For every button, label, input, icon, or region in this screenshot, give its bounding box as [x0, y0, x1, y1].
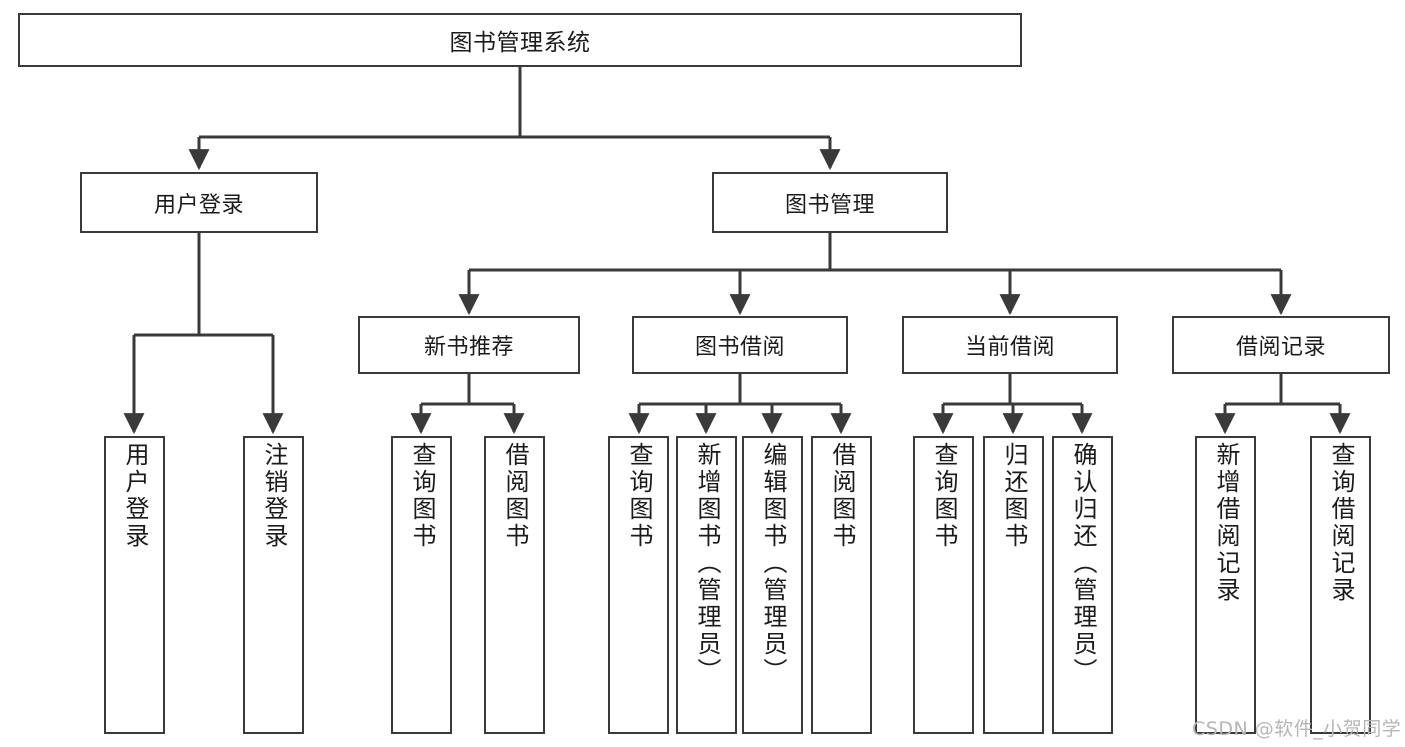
node-borrow-record[interactable]: 借阅记录: [1172, 316, 1390, 374]
node-label: 归还图书: [999, 442, 1028, 550]
node-label: 新增图书（管理员）: [692, 442, 721, 685]
leaf-borrow-book-new[interactable]: 借阅图书: [484, 436, 545, 734]
leaf-logout-login[interactable]: 注销登录: [243, 436, 304, 734]
node-new-book-recommend[interactable]: 新书推荐: [358, 316, 580, 374]
node-label: 图书管理: [784, 192, 875, 218]
leaf-return-book[interactable]: 归还图书: [983, 436, 1044, 734]
node-label: 查询图书: [407, 442, 436, 550]
leaf-user-login[interactable]: 用户登录: [104, 436, 165, 734]
node-root-system[interactable]: 图书管理系统: [18, 13, 1022, 67]
node-label: 当前借阅: [964, 335, 1055, 360]
node-label: 用户登录: [153, 192, 244, 218]
leaf-query-borrow-record[interactable]: 查询借阅记录: [1310, 436, 1371, 734]
node-label: 新增借阅记录: [1211, 442, 1240, 604]
node-book-borrow[interactable]: 图书借阅: [632, 316, 848, 374]
node-user-login[interactable]: 用户登录: [80, 172, 318, 233]
leaf-query-book-new[interactable]: 查询图书: [391, 436, 452, 734]
leaf-query-book-borrow[interactable]: 查询图书: [608, 436, 669, 734]
node-label: 编辑图书（管理员）: [758, 442, 787, 685]
node-label: 查询借阅记录: [1326, 442, 1355, 604]
node-label: 图书借阅: [694, 335, 785, 360]
node-label: 图书管理系统: [449, 30, 591, 56]
leaf-add-borrow-record[interactable]: 新增借阅记录: [1195, 436, 1256, 734]
node-label: 用户登录: [120, 442, 149, 550]
node-label: 新书推荐: [423, 335, 514, 360]
node-book-management[interactable]: 图书管理: [712, 172, 948, 233]
node-label: 查询图书: [624, 442, 653, 550]
node-current-borrow[interactable]: 当前借阅: [902, 316, 1118, 374]
node-label: 注销登录: [259, 442, 288, 550]
leaf-edit-book-admin[interactable]: 编辑图书（管理员）: [742, 436, 803, 734]
node-label: 借阅记录: [1235, 335, 1326, 360]
leaf-borrow-book[interactable]: 借阅图书: [811, 436, 872, 734]
node-label: 借阅图书: [827, 442, 856, 550]
leaf-add-book-admin[interactable]: 新增图书（管理员）: [676, 436, 737, 734]
node-label: 确认归还（管理员）: [1068, 442, 1097, 685]
node-label: 查询图书: [929, 442, 958, 550]
leaf-confirm-return-admin[interactable]: 确认归还（管理员）: [1052, 436, 1113, 734]
leaf-query-book-current[interactable]: 查询图书: [913, 436, 974, 734]
node-label: 借阅图书: [500, 442, 529, 550]
